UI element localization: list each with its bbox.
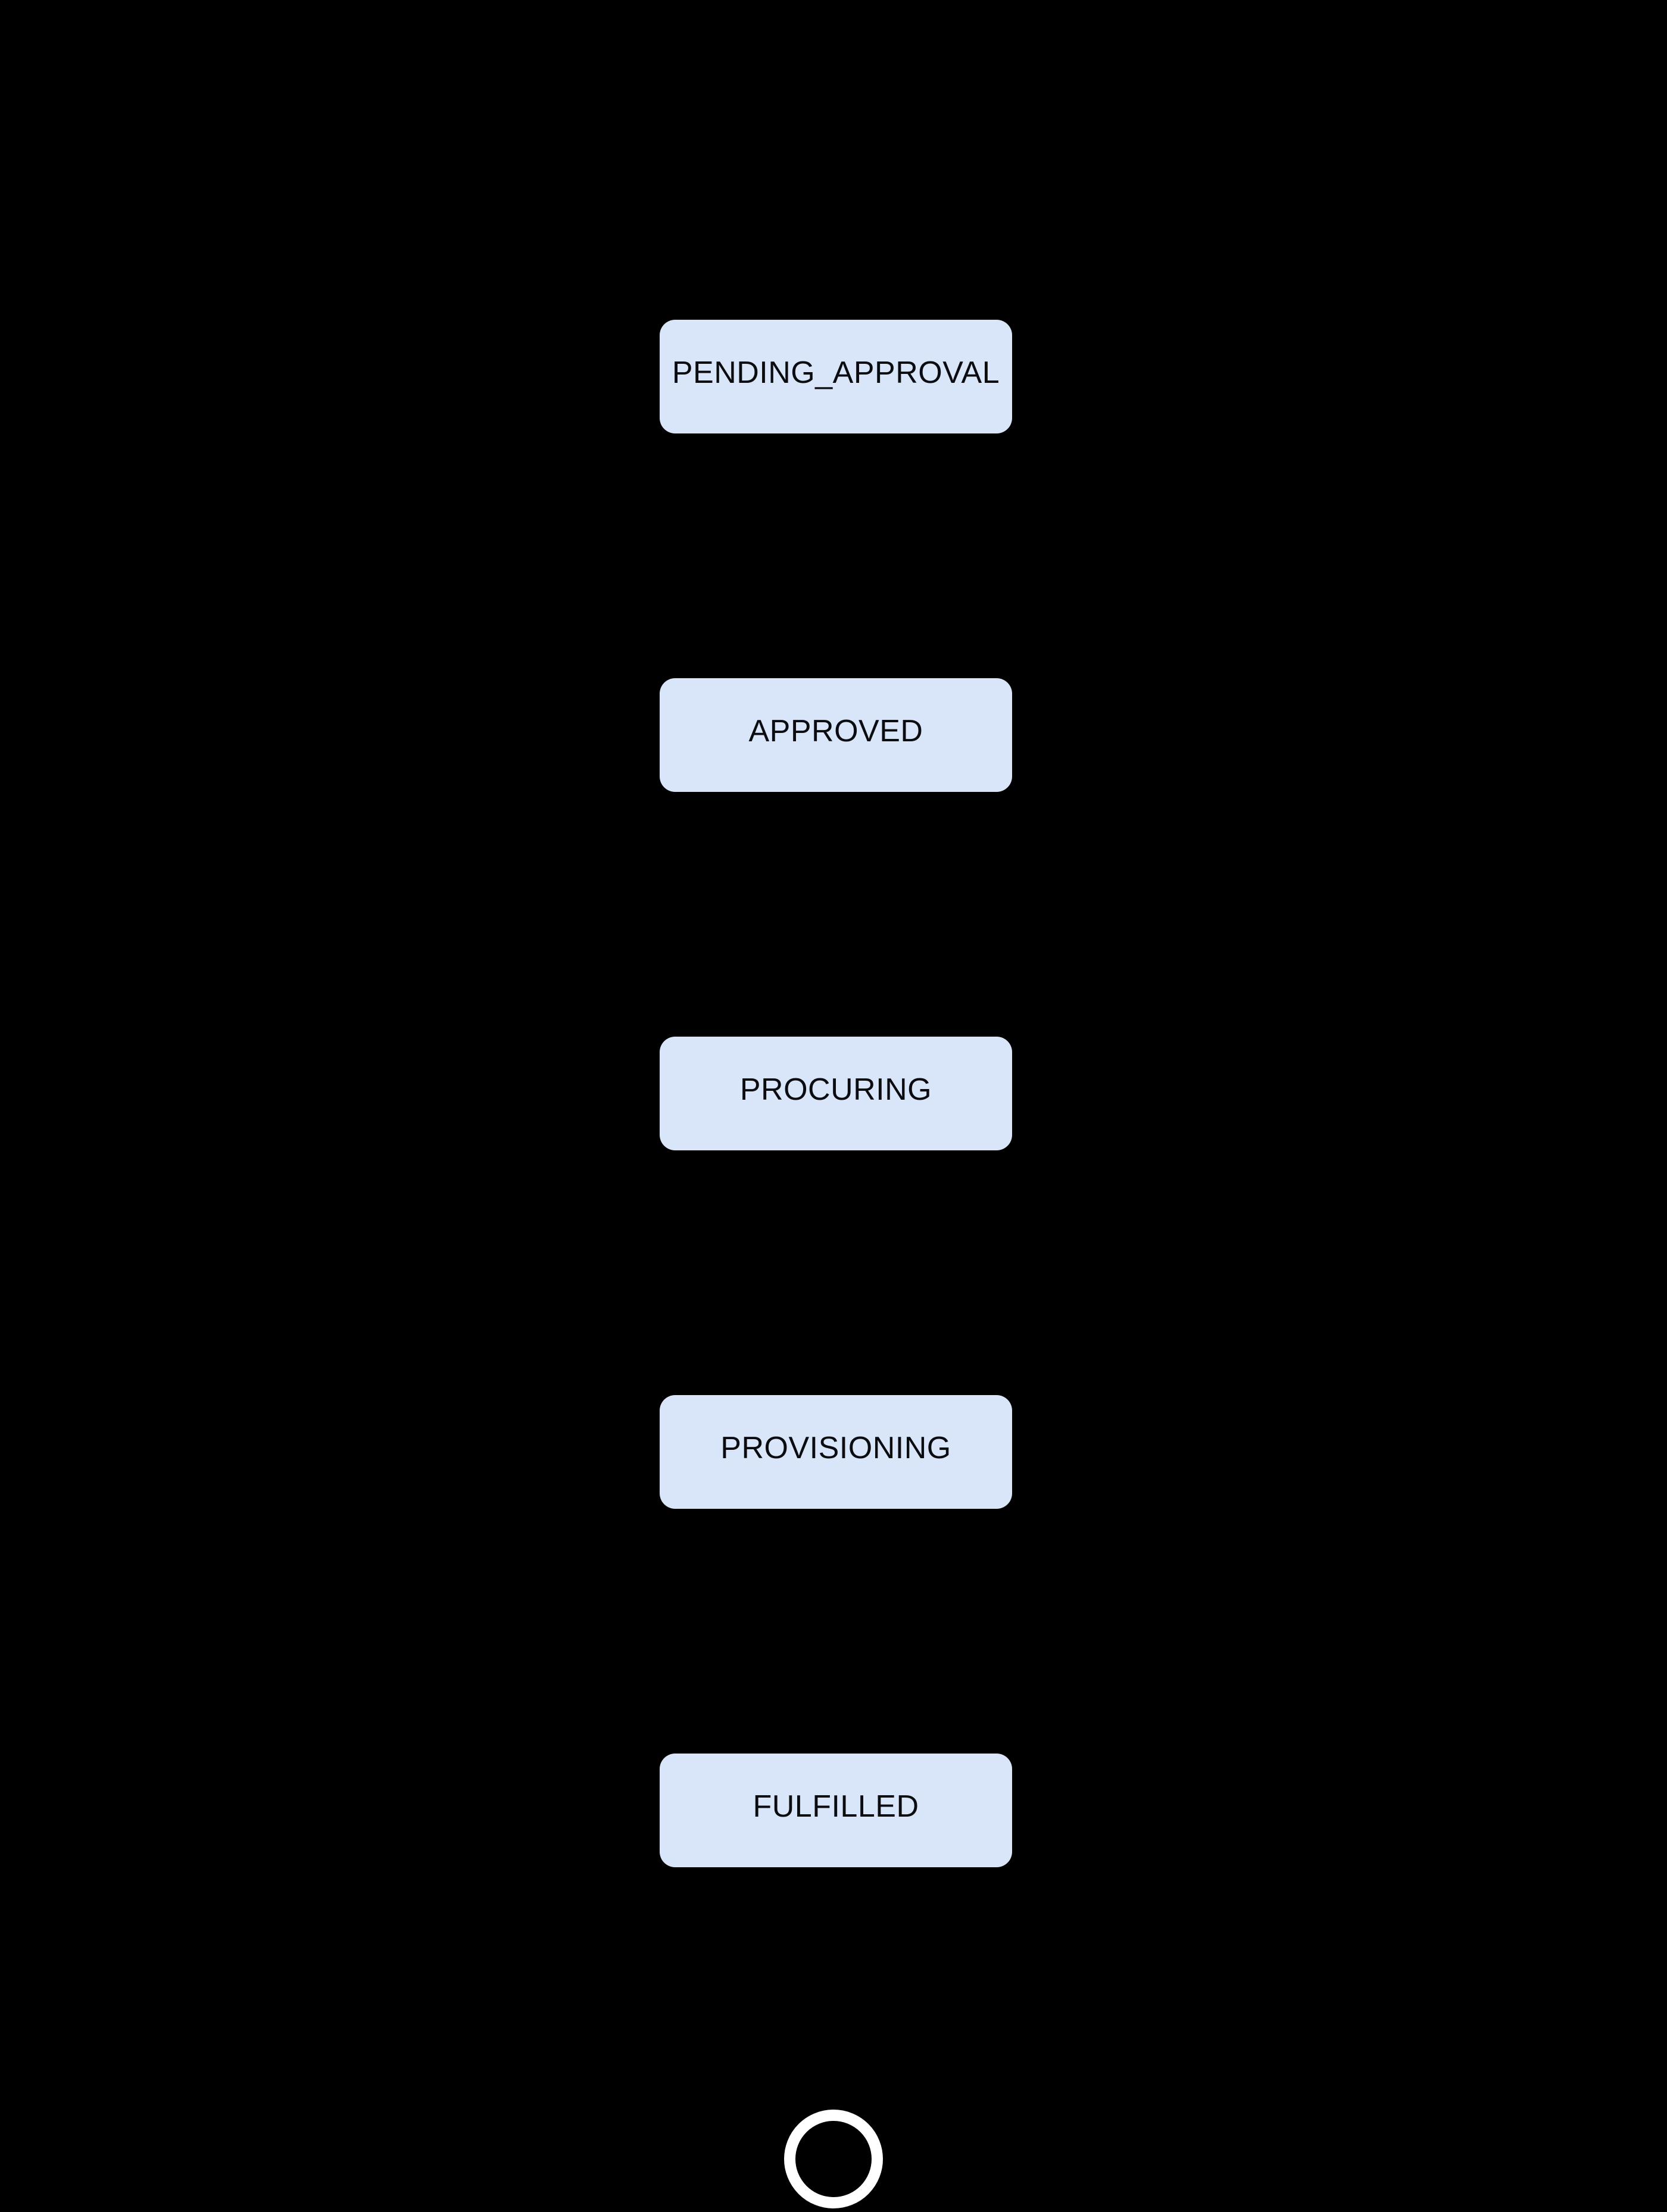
state-label-pending-approval: PENDING_APPROVAL [672,355,1000,390]
state-label-provisioning: PROVISIONING [720,1430,951,1465]
state-node-provisioning: PROVISIONING [660,1395,1012,1509]
state-label-procuring: PROCURING [739,1072,932,1107]
state-node-procuring: PROCURING [660,1037,1012,1150]
final-state-ring-icon [784,2110,883,2208]
state-label-approved: APPROVED [748,713,923,748]
state-node-fulfilled: FULFILLED [660,1754,1012,1867]
state-node-pending-approval: PENDING_APPROVAL [660,320,1012,433]
state-node-approved: APPROVED [660,678,1012,792]
state-label-fulfilled: FULFILLED [753,1789,919,1824]
